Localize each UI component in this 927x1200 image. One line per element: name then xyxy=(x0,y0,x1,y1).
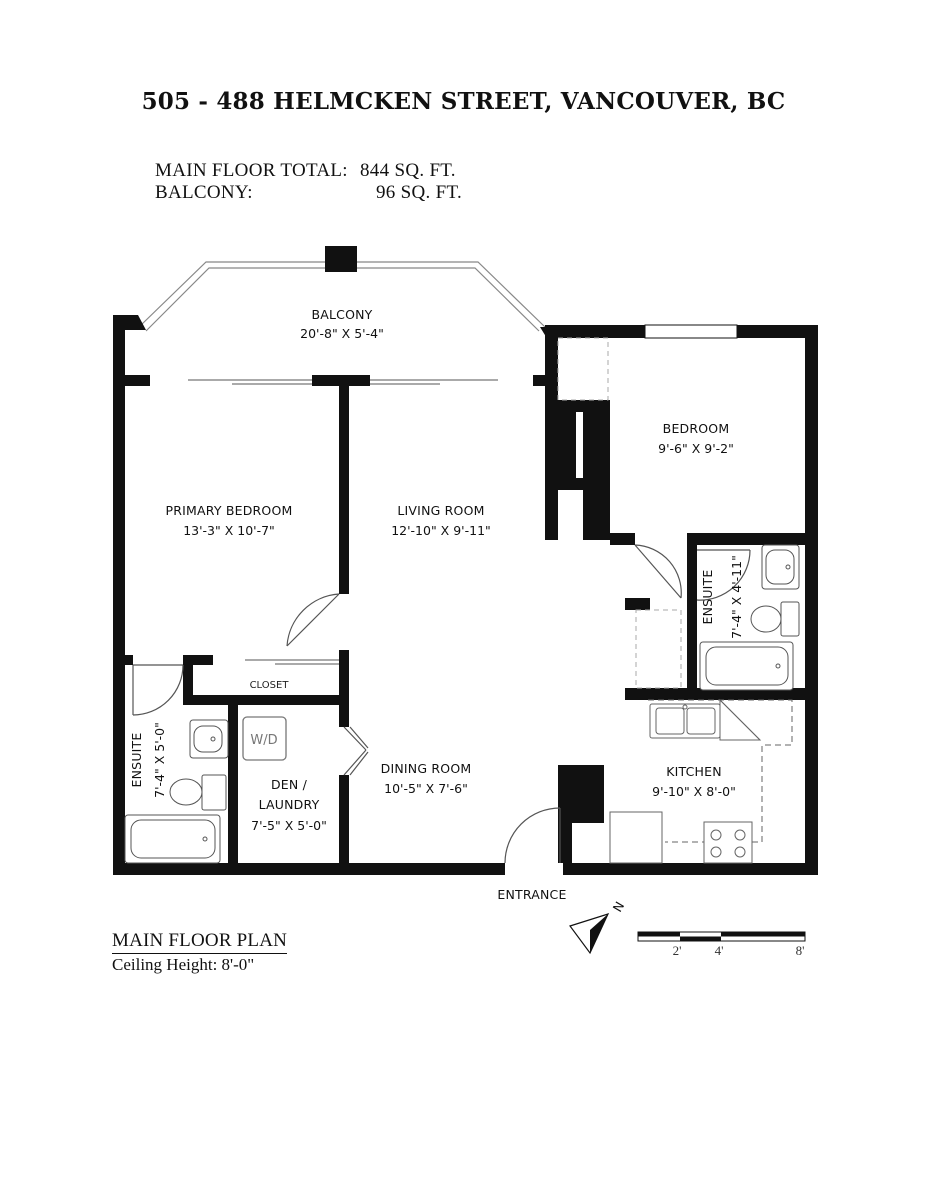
plan-title: MAIN FLOOR PLAN xyxy=(112,930,288,954)
kitchen-fixtures xyxy=(609,698,793,864)
left-ensuite-fixtures xyxy=(124,719,229,864)
bedroom-dims: 9'-6" X 9'-2" xyxy=(658,441,734,456)
closet-doors xyxy=(245,659,339,665)
main-floor-area-row: MAIN FLOOR TOTAL: 844 SQ. FT. xyxy=(155,160,456,182)
kitchen-name: KITCHEN xyxy=(666,764,722,779)
main-floor-area-label: MAIN FLOOR TOTAL: xyxy=(155,160,348,181)
primary-bedroom-dims: 13'-3" X 10'-7" xyxy=(183,523,275,538)
scale-mark-4: 4' xyxy=(715,943,724,958)
balcony-sliding-doors xyxy=(188,379,498,385)
ensuite-left-name: ENSUITE xyxy=(129,733,144,788)
scale-mark-8: 8' xyxy=(796,943,805,958)
bedroom-window xyxy=(644,324,738,339)
balcony-column xyxy=(325,246,357,272)
balcony-dims: 20'-8" X 5'-4" xyxy=(300,326,384,341)
dining-room-name: DINING ROOM xyxy=(381,761,472,776)
kitchen-dims: 9'-10" X 8'-0" xyxy=(652,784,736,799)
washer-dryer-label: W/D xyxy=(250,733,277,748)
scale-bar: 2' 4' 8' xyxy=(637,931,806,958)
ceiling-height: Ceiling Height: 8'-0" xyxy=(112,955,255,974)
ensuite-left-dims: 7'-4" X 5'-0" xyxy=(152,722,167,798)
living-room-dims: 12'-10" X 9'-11" xyxy=(391,523,491,538)
entrance-label: ENTRANCE xyxy=(497,887,566,902)
den-name-line1: DEN / xyxy=(271,777,308,792)
closet-shelf xyxy=(557,337,609,401)
closet-label: CLOSET xyxy=(250,680,290,691)
balcony-name: BALCONY xyxy=(311,307,372,322)
ensuite-right-name: ENSUITE xyxy=(700,570,715,625)
balcony-area-row: BALCONY: 96 SQ. FT. xyxy=(155,182,462,204)
dining-room-dims: 10'-5" X 7'-6" xyxy=(384,781,468,796)
property-address: 505 - 488 HELMCKEN STREET, VANCOUVER, BC xyxy=(141,88,786,115)
den-name-line2: LAUNDRY xyxy=(259,797,320,812)
scale-mark-2: 2' xyxy=(673,943,682,958)
living-room-name: LIVING ROOM xyxy=(397,503,484,518)
north-arrow-icon: N xyxy=(569,899,628,955)
main-floor-area-value: 844 SQ. FT. xyxy=(360,160,456,181)
primary-bedroom-name: PRIMARY BEDROOM xyxy=(166,503,293,518)
den-dims: 7'-5" X 5'-0" xyxy=(251,818,327,833)
right-ensuite-fixtures xyxy=(699,544,800,691)
ensuite-right-dims: 7'-4" X 4'-11" xyxy=(729,555,744,639)
north-label: N xyxy=(610,899,628,915)
hall-closet xyxy=(635,609,682,689)
washer-dryer: W/D xyxy=(242,716,287,761)
doors xyxy=(132,544,751,864)
interior-walls xyxy=(113,375,818,865)
balcony-area-value: 96 SQ. FT. xyxy=(376,182,463,203)
balcony-area-label: BALCONY: xyxy=(155,182,253,203)
bedroom-name: BEDROOM xyxy=(663,421,730,436)
exterior-walls xyxy=(113,315,818,875)
